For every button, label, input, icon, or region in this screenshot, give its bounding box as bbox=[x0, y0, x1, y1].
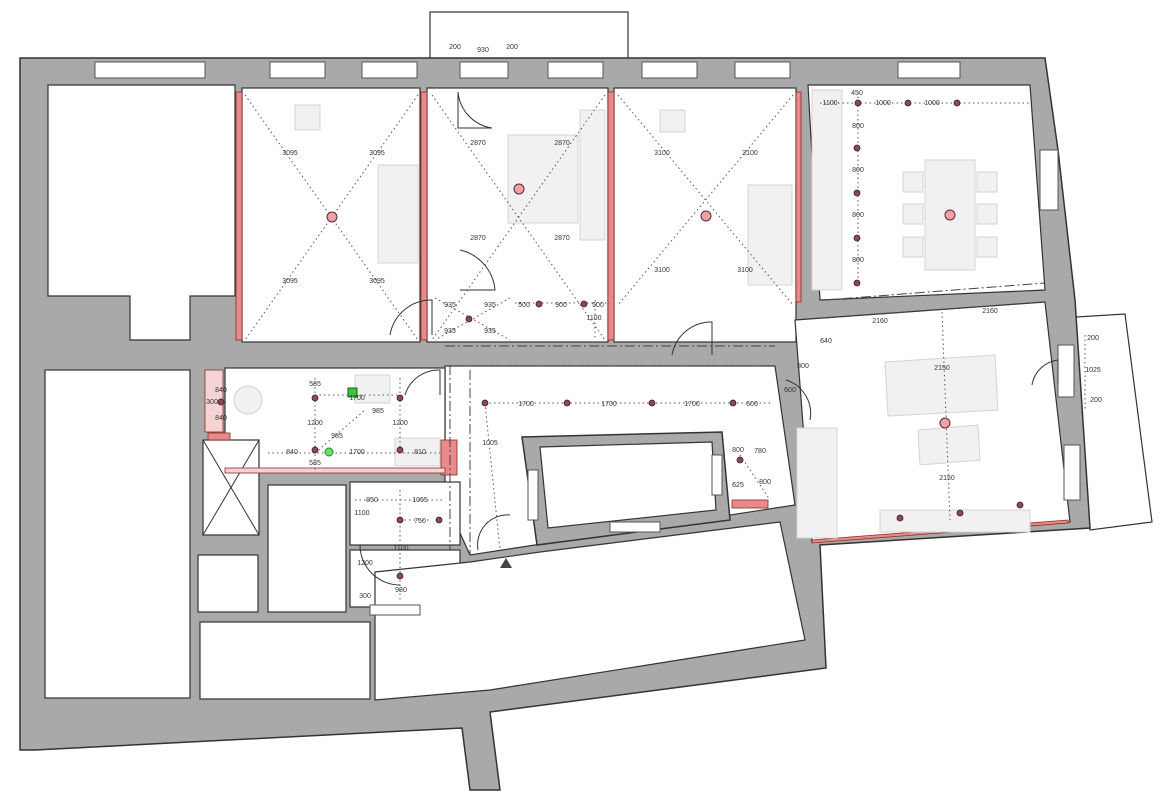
dim-label: 935 bbox=[444, 302, 456, 309]
dim-label: 2160 bbox=[872, 318, 888, 325]
dim-label: 1005 bbox=[482, 440, 498, 447]
dim-label: 200 bbox=[1090, 397, 1102, 404]
dim-label: 800 bbox=[732, 447, 744, 454]
dim-label: 640 bbox=[820, 338, 832, 345]
dim-label: 500 bbox=[518, 302, 530, 309]
dim-label: 3095 bbox=[369, 278, 385, 285]
dim-label: 985 bbox=[372, 408, 384, 415]
dim-label: 935 bbox=[444, 328, 456, 335]
ceiling-lights bbox=[217, 99, 1024, 580]
dim-label: 780 bbox=[754, 448, 766, 455]
dim-label: 3100 bbox=[654, 267, 670, 274]
dim-label: 800 bbox=[852, 212, 864, 219]
dim-label: 900 bbox=[555, 302, 567, 309]
dim-label: 1100 bbox=[822, 100, 837, 107]
dim-label: 2870 bbox=[470, 235, 486, 242]
dim-label: 810 bbox=[414, 449, 426, 456]
dim-label: 800 bbox=[759, 479, 771, 486]
dim-label: 1200 bbox=[307, 420, 323, 427]
dim-label: 600 bbox=[784, 387, 796, 394]
dim-label: 200 bbox=[506, 44, 518, 51]
entrance-marker-icon bbox=[500, 558, 512, 568]
dim-label: 200 bbox=[449, 44, 461, 51]
dim-label: 1000 bbox=[924, 100, 940, 107]
room-left-top bbox=[47, 84, 236, 341]
room-left-lower bbox=[44, 369, 191, 699]
dim-label: 3100 bbox=[737, 267, 753, 274]
dim-label: 1200 bbox=[392, 420, 408, 427]
dim-label: 800 bbox=[852, 257, 864, 264]
dim-label: 3095 bbox=[369, 150, 385, 157]
dim-label: 750 bbox=[414, 518, 426, 525]
island-inner bbox=[539, 441, 717, 529]
dim-label: 1065 bbox=[412, 497, 428, 504]
top-balcony bbox=[429, 11, 629, 65]
room-bottom-left bbox=[199, 621, 371, 700]
dim-label: 840 bbox=[215, 387, 227, 394]
dim-label: 1200 bbox=[357, 560, 373, 567]
dim-label: 800 bbox=[852, 123, 864, 130]
dim-label: 1025 bbox=[1085, 367, 1101, 374]
dim-label: 1700 bbox=[684, 401, 700, 408]
dim-label: 500 bbox=[592, 302, 604, 309]
dim-label: 2160 bbox=[982, 308, 998, 315]
dim-label: 1700 bbox=[349, 449, 365, 456]
windows bbox=[94, 61, 1081, 616]
dim-label: 1700 bbox=[601, 401, 617, 408]
dim-label: 840 bbox=[215, 415, 227, 422]
shaft-room bbox=[267, 484, 347, 613]
dim-label: 1100 bbox=[393, 545, 408, 552]
dim-label: 625 bbox=[732, 482, 744, 489]
sensor-icon bbox=[324, 447, 334, 457]
dim-label: 935 bbox=[484, 302, 496, 309]
dim-label: 3100 bbox=[742, 150, 758, 157]
shaft-small bbox=[197, 554, 259, 613]
dim-label: 2870 bbox=[470, 140, 486, 147]
dim-label: 930 bbox=[477, 47, 489, 54]
dim-label: 2870 bbox=[554, 235, 570, 242]
dim-label: 1700 bbox=[518, 401, 534, 408]
dim-label: 600 bbox=[746, 401, 758, 408]
room-bottom bbox=[374, 521, 806, 701]
dim-label: 2870 bbox=[554, 140, 570, 147]
dim-label: 3095 bbox=[282, 150, 298, 157]
furniture bbox=[233, 89, 1031, 539]
dim-label: 1100 bbox=[586, 315, 601, 322]
dim-label: 2150 bbox=[939, 475, 955, 482]
dim-label: 585 bbox=[309, 381, 321, 388]
wc-room bbox=[349, 481, 461, 546]
dim-label: 985 bbox=[331, 433, 343, 440]
dim-label: 450 bbox=[851, 90, 863, 97]
dim-label: 3100 bbox=[654, 150, 670, 157]
dim-label: 980 bbox=[395, 587, 407, 594]
dim-label: 585 bbox=[309, 460, 321, 467]
dim-label: 300 bbox=[206, 399, 218, 406]
dim-label: 1000 bbox=[875, 100, 891, 107]
dim-label: 1700 bbox=[349, 395, 365, 402]
dim-label: 800 bbox=[797, 363, 809, 370]
dim-label: 3095 bbox=[282, 278, 298, 285]
smoke-detector-icon bbox=[347, 387, 358, 398]
dim-label: 850 bbox=[366, 497, 378, 504]
dim-label: 840 bbox=[286, 449, 298, 456]
dimension-labels: 200 930 200 1100 1000 1000 450 800 800 8… bbox=[206, 44, 1102, 600]
dim-label: 200 bbox=[1087, 335, 1099, 342]
dim-label: 300 bbox=[359, 593, 371, 600]
dim-label: 2150 bbox=[934, 365, 950, 372]
dim-label: 800 bbox=[852, 167, 864, 174]
dim-label: 935 bbox=[484, 328, 496, 335]
doors bbox=[359, 91, 1059, 586]
dim-label: 1100 bbox=[354, 510, 369, 517]
